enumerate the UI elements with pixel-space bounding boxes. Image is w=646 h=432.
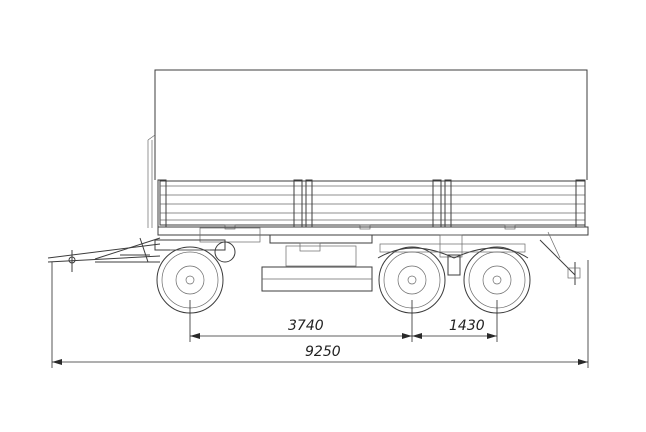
cargo-body	[157, 179, 586, 230]
underbody-box	[261, 245, 373, 292]
chassis-frame	[157, 226, 589, 258]
dimension-9250: 9250	[305, 344, 341, 360]
canopy	[147, 69, 588, 228]
rear-suspension	[377, 243, 529, 276]
rear-bumper	[539, 231, 581, 285]
dimension-lines	[51, 260, 589, 368]
dimension-3740: 3740	[288, 318, 324, 334]
dimension-1430: 1430	[449, 318, 485, 334]
front-axle-assembly	[154, 239, 236, 263]
drawbar	[47, 237, 161, 272]
